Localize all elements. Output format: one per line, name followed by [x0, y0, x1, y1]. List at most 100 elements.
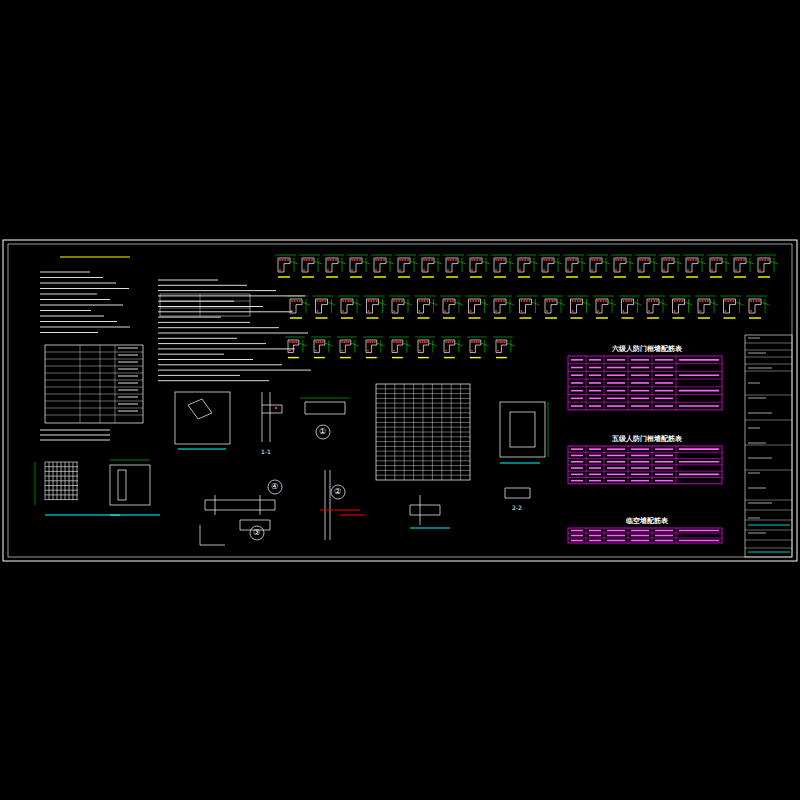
rebar-dot — [495, 269, 497, 271]
cad-line — [455, 343, 463, 346]
cad-line — [589, 474, 601, 476]
cad-line — [366, 357, 377, 358]
cad-line — [422, 276, 434, 277]
rebar-dot — [407, 259, 409, 261]
section-label: 2-2 — [512, 505, 522, 511]
rebar-dot — [738, 259, 740, 261]
cad-line — [568, 356, 722, 410]
cad-line — [158, 290, 276, 291]
cad-line — [429, 343, 437, 346]
cad-line — [631, 540, 649, 542]
rebar-dot — [499, 341, 501, 343]
wall-section — [686, 258, 698, 272]
rebar-dot — [450, 341, 452, 343]
cad-line — [571, 382, 583, 384]
rebar-dot — [687, 259, 689, 261]
rebar-dot — [625, 300, 627, 302]
wall-section — [749, 299, 761, 313]
cad-line — [115, 345, 116, 423]
rebar-dot — [426, 259, 428, 261]
cad-line — [628, 446, 629, 484]
rebar-dot — [423, 259, 425, 261]
cad-line — [568, 379, 722, 380]
rebar-dot — [317, 300, 319, 302]
cad-line — [748, 473, 760, 474]
cad-line — [659, 255, 680, 256]
cad-line — [655, 405, 673, 407]
cad-line — [631, 474, 649, 476]
rebar-dot — [399, 259, 401, 261]
cad-line — [118, 390, 138, 391]
rebar-dot — [666, 259, 668, 261]
rebar-dot — [495, 300, 497, 302]
cad-line — [458, 261, 466, 264]
cad-line — [299, 343, 307, 346]
callout-number: ① — [319, 428, 326, 436]
cad-line — [745, 510, 792, 511]
cad-line — [655, 467, 673, 469]
cad-line — [354, 340, 355, 353]
cad-line — [695, 296, 716, 297]
wall-section — [443, 299, 455, 313]
cad-line — [635, 255, 656, 256]
cad-line — [631, 467, 649, 469]
rebar-dot — [356, 259, 358, 261]
cad-line — [568, 471, 722, 472]
section-3 — [205, 495, 275, 515]
cad-line — [40, 316, 104, 317]
cad-line — [589, 540, 601, 542]
cad-line — [631, 367, 649, 369]
rebar-dot — [699, 300, 701, 302]
rebar-dot — [471, 269, 473, 271]
cad-line — [118, 404, 138, 405]
cad-line — [571, 474, 583, 476]
cad-line — [745, 357, 792, 358]
cad-line — [290, 261, 298, 264]
rebar-dot — [580, 300, 582, 302]
wall-section — [302, 258, 314, 272]
cad-line — [496, 357, 507, 358]
rebar-dot — [294, 341, 296, 343]
cad-line — [637, 299, 638, 313]
cad-line — [655, 382, 673, 384]
cad-line — [561, 299, 562, 313]
cad-line — [377, 343, 385, 346]
cad-line — [589, 359, 601, 361]
cad-line — [739, 299, 740, 313]
cad-line — [419, 255, 440, 256]
rebar-dot — [317, 310, 319, 312]
wall-elevation — [325, 470, 330, 540]
cad-line — [158, 348, 295, 349]
cad-line — [410, 527, 450, 528]
cad-line — [607, 474, 625, 476]
wall-section — [374, 258, 386, 272]
cad-line — [589, 455, 601, 457]
rebar-dot — [296, 341, 298, 343]
cad-line — [655, 480, 673, 482]
rebar-dot — [452, 300, 454, 302]
cad-line — [414, 258, 415, 272]
rebar-dot — [332, 259, 334, 261]
cad-line — [158, 364, 282, 365]
cad-line — [532, 302, 540, 305]
cad-line — [160, 308, 250, 309]
cad-line — [662, 276, 674, 277]
outer-frame — [3, 240, 797, 561]
rebar-dot — [755, 300, 757, 302]
cad-line — [568, 458, 722, 459]
cad-line — [40, 283, 116, 284]
cad-line — [443, 317, 455, 318]
rebar-dot — [401, 300, 403, 302]
cad-line — [631, 374, 649, 376]
rebar-dot — [330, 259, 332, 261]
rebar-dot — [431, 259, 433, 261]
cad-line — [398, 276, 410, 277]
rebar-dot — [308, 259, 310, 261]
rebar-dot — [572, 259, 574, 261]
rebar-dot — [597, 310, 599, 312]
cad-line — [288, 357, 299, 358]
cad-line — [510, 299, 511, 313]
cad-line — [484, 340, 485, 353]
rebar-dot — [472, 300, 474, 302]
